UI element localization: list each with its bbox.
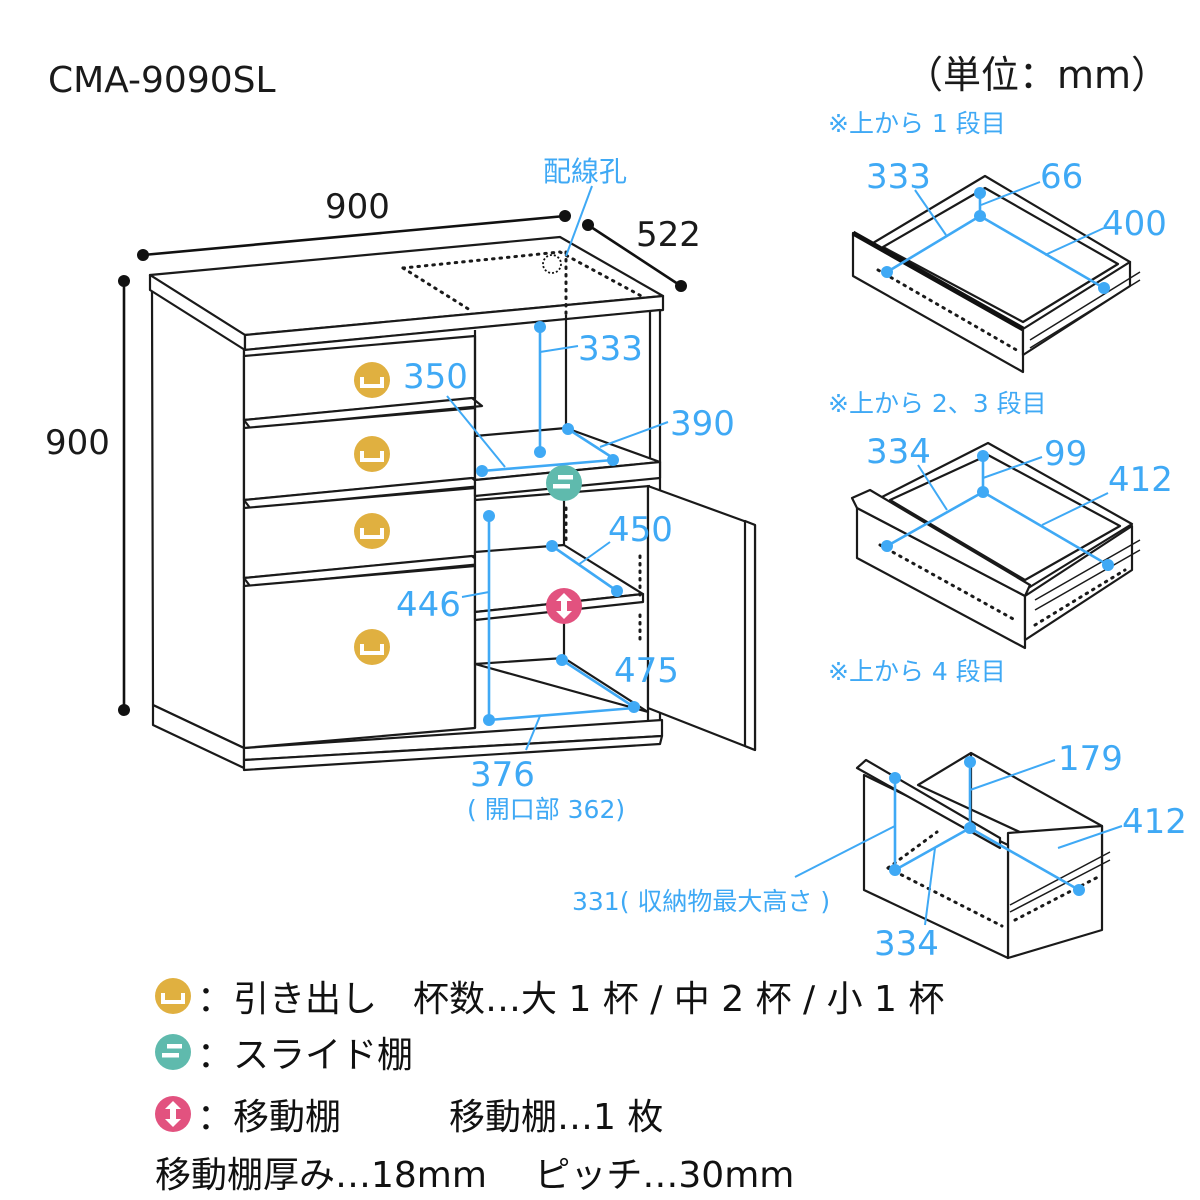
drawer-icon: [352, 627, 392, 667]
drawer-4-detail: ※上から 4 段目 179 412 334 331( 収納物最大高さ ): [572, 657, 1187, 964]
depth-label: 522: [636, 215, 701, 255]
dim-376: 376 ( 開口部 362): [467, 706, 635, 824]
wiring-hole-label: 配線孔: [543, 155, 627, 188]
drawer-2-3-title: ※上から 2、3 段目: [828, 389, 1047, 418]
dim-390: 390: [562, 404, 735, 460]
dim-333: 333: [534, 321, 643, 458]
drawer-1-depth: 400: [1102, 204, 1167, 244]
dim-450: 450: [546, 510, 673, 597]
drawer-4-max-item-height: 331( 収納物最大高さ ): [572, 887, 830, 916]
dim-446-label: 446: [396, 585, 461, 625]
drawer-icon: [155, 978, 191, 1014]
drawer-icon: [352, 434, 392, 474]
slide-shelf-icon: [546, 465, 582, 501]
model-number: CMA-9090SL: [48, 60, 276, 101]
legend-drawer: ：引き出し 杯数…大 1 杯 / 中 2 杯 / 小 1 杯: [155, 970, 944, 1022]
drawer-2-3-detail: ※上から 2、3 段目 334 99 412: [828, 389, 1173, 650]
cabinet-drawing: 900 522 900 配線孔: [45, 155, 757, 824]
specs-text: 移動棚厚み…18mm ピッチ…30mm: [155, 1155, 795, 1196]
legend-drawer-text: ：引き出し 杯数…大 1 杯 / 中 2 杯 / 小 1 杯: [197, 979, 945, 1020]
drawer-1-title: ※上から 1 段目: [828, 109, 1006, 138]
width-dimension: 900: [137, 187, 571, 261]
depth-dimension: 522: [582, 215, 701, 292]
movable-shelf-icon: [155, 1096, 191, 1132]
drawer-4-height: 179: [1058, 739, 1123, 779]
legend-movable-shelf-text: ：移動棚 移動棚…1 枚: [197, 1097, 664, 1138]
height-label: 900: [45, 423, 110, 463]
drawer-4-title: ※上から 4 段目: [828, 657, 1006, 686]
dim-475: 475: [556, 651, 679, 713]
drawer-4-width: 334: [874, 924, 939, 964]
dim-450-label: 450: [608, 510, 673, 550]
slide-shelf-icon: [155, 1034, 191, 1070]
movable-shelf-icon: [546, 588, 582, 624]
drawer-2-3-height: 99: [1044, 434, 1087, 474]
legend-slide-shelf: ：スライド棚: [155, 1026, 413, 1078]
unit-label: （単位：mm）: [905, 53, 1169, 97]
drawer-2-3-width: 334: [866, 432, 931, 472]
drawer-1-width: 333: [866, 157, 931, 197]
specs-line: 移動棚厚み…18mm ピッチ…30mm: [155, 1146, 794, 1198]
width-label: 900: [325, 187, 390, 227]
dim-446: 446: [396, 510, 495, 726]
dim-333-label: 333: [578, 329, 643, 369]
drawer-icon: [352, 511, 392, 551]
legend-movable-shelf: ：移動棚 移動棚…1 枚: [155, 1088, 663, 1140]
drawer-icon: [352, 360, 392, 400]
dim-376-label: 376: [470, 755, 535, 795]
legend-slide-shelf-text: ：スライド棚: [197, 1035, 414, 1076]
opening-note: ( 開口部 362): [467, 795, 625, 824]
dim-390-label: 390: [670, 404, 735, 444]
drawer-1-detail: ※上から 1 段目 333 66 400: [828, 109, 1167, 374]
drawer-1-height: 66: [1040, 157, 1083, 197]
height-dimension: 900: [45, 275, 130, 716]
wiring-hole: [542, 254, 562, 274]
dim-350-label: 350: [403, 357, 468, 397]
drawer-2-3-depth: 412: [1108, 460, 1173, 500]
dim-475-label: 475: [614, 651, 679, 691]
drawer-4-depth: 412: [1122, 802, 1187, 842]
